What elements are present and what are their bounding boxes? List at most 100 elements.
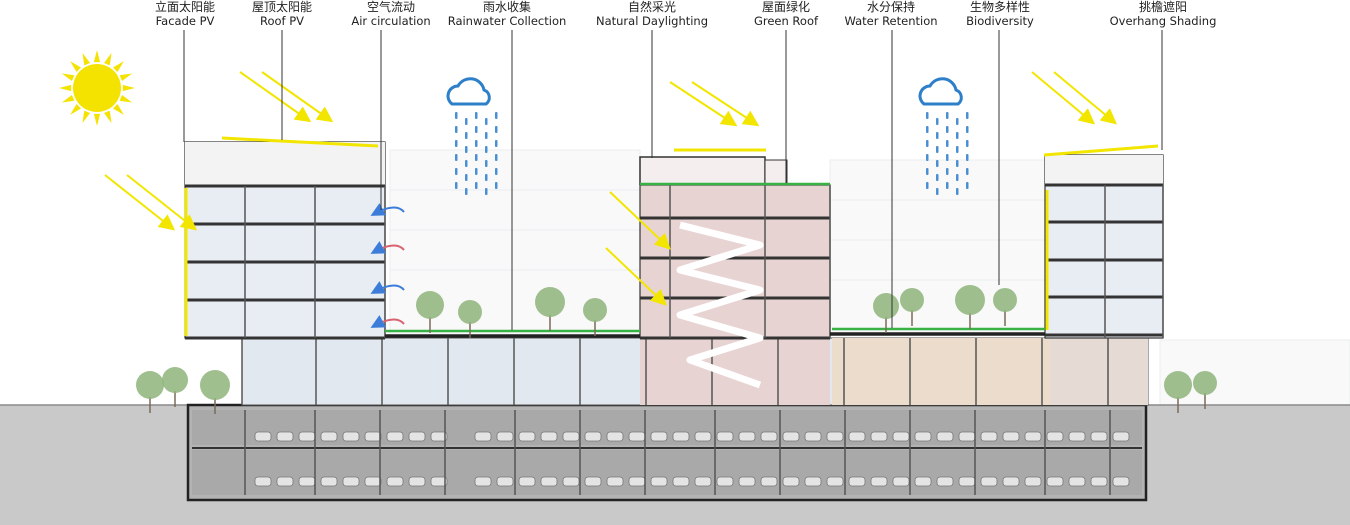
tree-canopy: [900, 288, 924, 312]
rain-drop: [475, 140, 478, 147]
parked-car: [782, 431, 800, 442]
rain-drop: [936, 132, 939, 139]
sun-ray: [61, 73, 75, 81]
label-zh: 空气流动: [366, 0, 415, 14]
rain-drop: [956, 146, 959, 153]
tree-canopy: [583, 298, 607, 322]
label-biodiversity: 生物多样性 Biodiversity: [915, 0, 1085, 28]
parked-car: [606, 476, 624, 487]
rain-drop: [455, 182, 458, 189]
label-en: Air circulation: [351, 14, 431, 28]
rain-drop: [475, 126, 478, 133]
sun-ray: [82, 52, 90, 66]
background-buildings: [389, 149, 1350, 406]
pv-panels: [184, 136, 1159, 336]
parked-car: [650, 431, 668, 442]
sun-ray: [70, 104, 81, 115]
parked-car: [980, 431, 998, 442]
rain-drop: [485, 146, 488, 153]
sunlight-arrow: [104, 174, 176, 231]
parked-car: [320, 431, 338, 442]
label-zh: 立面太阳能: [154, 0, 215, 14]
tree-canopy: [873, 293, 899, 319]
parked-car: [980, 476, 998, 487]
rain-drop: [455, 168, 458, 175]
rain-drop: [946, 112, 949, 119]
label-zh: 生物多样性: [969, 0, 1030, 14]
air-arrow: [370, 203, 405, 216]
parked-car: [408, 431, 426, 442]
tree-canopy: [458, 300, 482, 324]
sun-ray: [113, 61, 124, 72]
rain-drop: [946, 126, 949, 133]
parked-car: [342, 476, 360, 487]
parked-car: [386, 431, 404, 442]
parked-car: [1046, 476, 1064, 487]
parked-car: [628, 476, 646, 487]
tree-canopy: [955, 285, 985, 315]
sunlight-arrow: [609, 191, 671, 250]
parked-car: [936, 476, 954, 487]
parked-car: [870, 431, 888, 442]
parked-car: [254, 431, 272, 442]
parked-car: [298, 476, 316, 487]
air-circulation-arrows: [370, 203, 405, 328]
label-zh: 屋面绿化: [761, 0, 810, 14]
rain-drop: [946, 168, 949, 175]
parked-car: [672, 431, 690, 442]
rain-drop: [936, 174, 939, 181]
tree-canopy: [1164, 371, 1192, 399]
parked-car: [430, 476, 448, 487]
podium: [241, 337, 1149, 406]
tree-canopy: [535, 287, 565, 317]
rain-drop: [495, 140, 498, 147]
parked-car: [716, 476, 734, 487]
parked-car: [694, 431, 712, 442]
parked-car: [1024, 476, 1042, 487]
label-zh: 水分保持: [866, 0, 915, 14]
parked-car: [276, 431, 294, 442]
rain-drop: [946, 182, 949, 189]
label-en: Facade PV: [155, 14, 215, 28]
rain-drop: [455, 140, 458, 147]
parked-car: [342, 431, 360, 442]
parked-car: [1090, 476, 1108, 487]
parked-car: [826, 476, 844, 487]
sun-ray: [82, 110, 90, 124]
parked-car: [826, 431, 844, 442]
air-arrow: [370, 281, 405, 294]
parked-car: [782, 476, 800, 487]
sunlight-arrow: [1053, 71, 1118, 125]
rain-drop: [946, 140, 949, 147]
sun-ray: [61, 95, 75, 103]
sun-ray: [70, 61, 81, 72]
sunlight-arrow: [126, 174, 198, 231]
rain-drop: [956, 118, 959, 125]
rain-drop: [495, 154, 498, 161]
sun-ray: [104, 52, 112, 66]
rain-drop: [465, 118, 468, 125]
rain-drop: [956, 174, 959, 181]
parked-car: [870, 476, 888, 487]
label-en: Green Roof: [753, 14, 819, 28]
tree-canopy: [993, 288, 1017, 312]
parked-car: [1068, 476, 1086, 487]
label-zh: 挑檐遮阳: [1138, 0, 1187, 14]
rain-drop: [926, 112, 929, 119]
parked-car: [958, 431, 976, 442]
sunlight-arrow: [1031, 71, 1096, 125]
rain-drop: [495, 126, 498, 133]
tree-canopy: [1193, 371, 1217, 395]
rain-drop: [966, 168, 969, 175]
cloud-icon: [918, 77, 963, 106]
tree-canopy: [136, 371, 164, 399]
rain-drop: [936, 160, 939, 167]
parked-car: [606, 431, 624, 442]
label-en: Water Retention: [844, 14, 938, 28]
rain-drop: [926, 154, 929, 161]
parked-car: [364, 431, 382, 442]
rain-drop: [465, 146, 468, 153]
rain-drop: [936, 146, 939, 153]
parked-car: [738, 476, 756, 487]
